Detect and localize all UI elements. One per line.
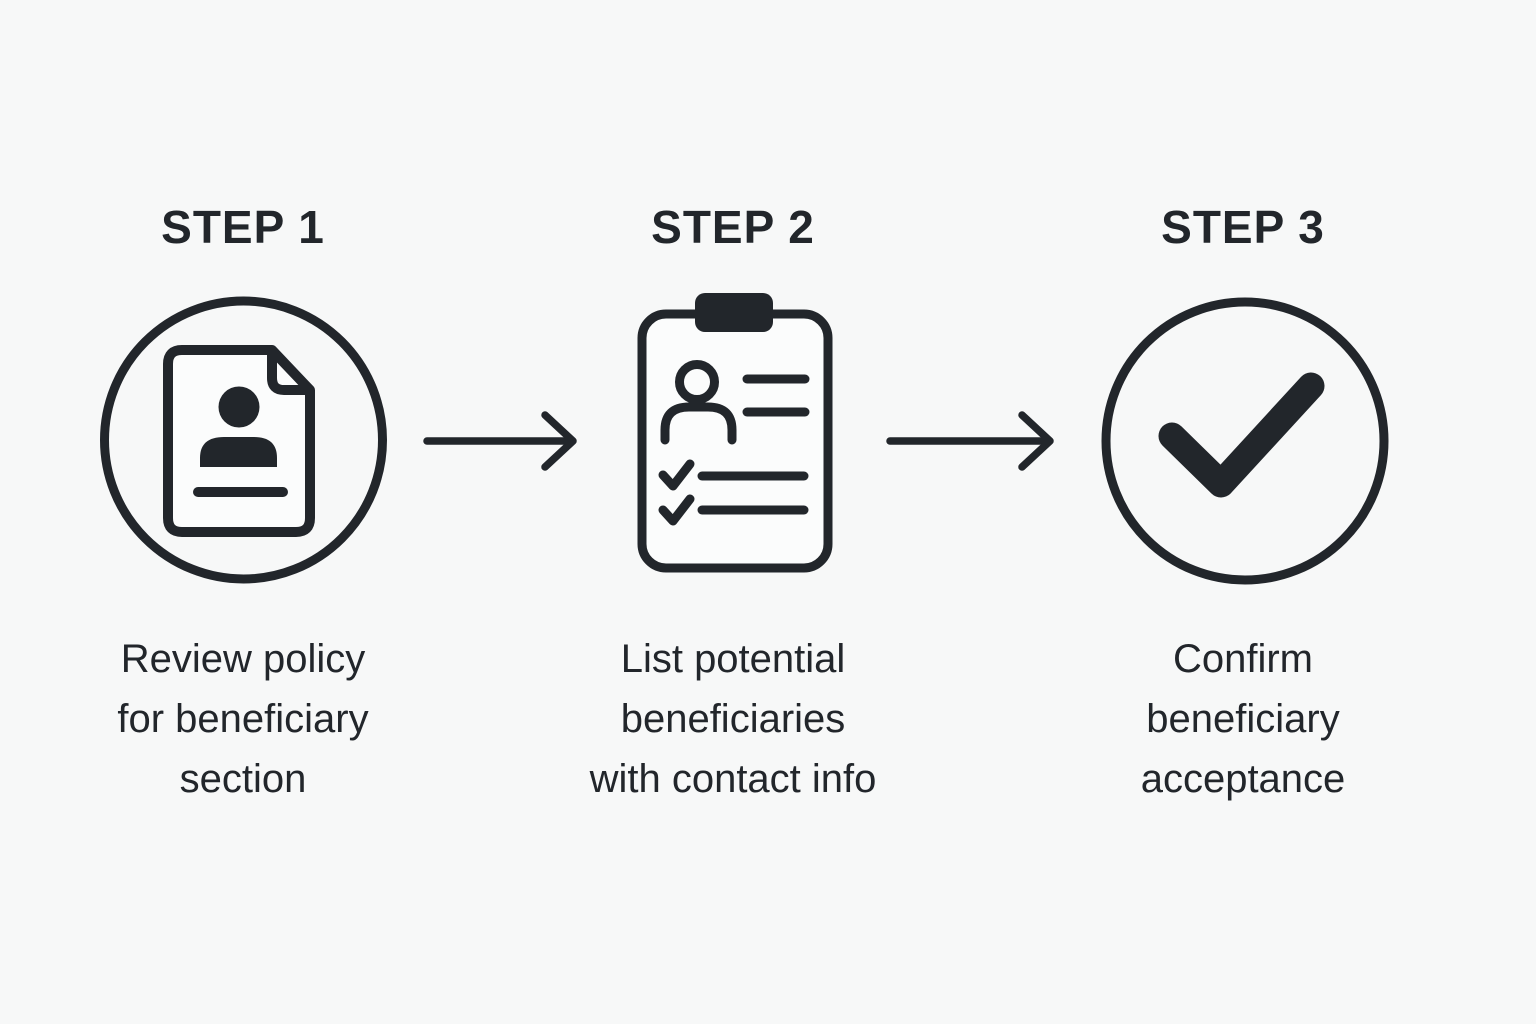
checkmark: [1158, 372, 1325, 498]
document-fold-corner: [267, 350, 310, 395]
caption-line: beneficiaries: [620, 697, 846, 741]
caption-line: for beneficiary: [117, 697, 369, 741]
person-shoulders: [200, 437, 277, 467]
beneficiary-list-clipboard-icon: [636, 292, 834, 574]
step-3-header: STEP 3: [1161, 201, 1325, 253]
caption-line: List potential: [620, 637, 846, 681]
step-3-caption: Confirm beneficiary acceptance: [1003, 629, 1483, 809]
clipboard-clip: [695, 293, 773, 332]
caption-line: section: [179, 757, 307, 801]
step-1-circle-outline: [100, 296, 387, 584]
person-head: [218, 386, 260, 428]
checkmark-circle-icon: [1100, 296, 1390, 586]
step-1-header: STEP 1: [161, 201, 325, 253]
caption-line: Confirm: [1172, 637, 1314, 681]
arrow-right-icon: [884, 404, 1056, 478]
person-shoulders-outline: [660, 402, 737, 445]
arrow-right-icon: [420, 404, 580, 478]
caption-line: beneficiary: [1146, 697, 1340, 741]
caption-line: with contact info: [589, 757, 877, 801]
policy-document-circle-icon: [98, 295, 389, 586]
caption-line: Review policy: [120, 637, 366, 681]
person-head-outline: [675, 360, 719, 404]
caption-line: acceptance: [1140, 757, 1346, 801]
step-3-circle-outline: [1101, 297, 1389, 585]
checklist-check-2: [658, 494, 695, 526]
step-1-caption: Review policy for beneficiary section: [3, 629, 483, 809]
step-2-caption: List potential beneficiaries with contac…: [493, 629, 973, 809]
step-2-header: STEP 2: [651, 201, 815, 253]
checklist-check-1: [658, 459, 695, 491]
